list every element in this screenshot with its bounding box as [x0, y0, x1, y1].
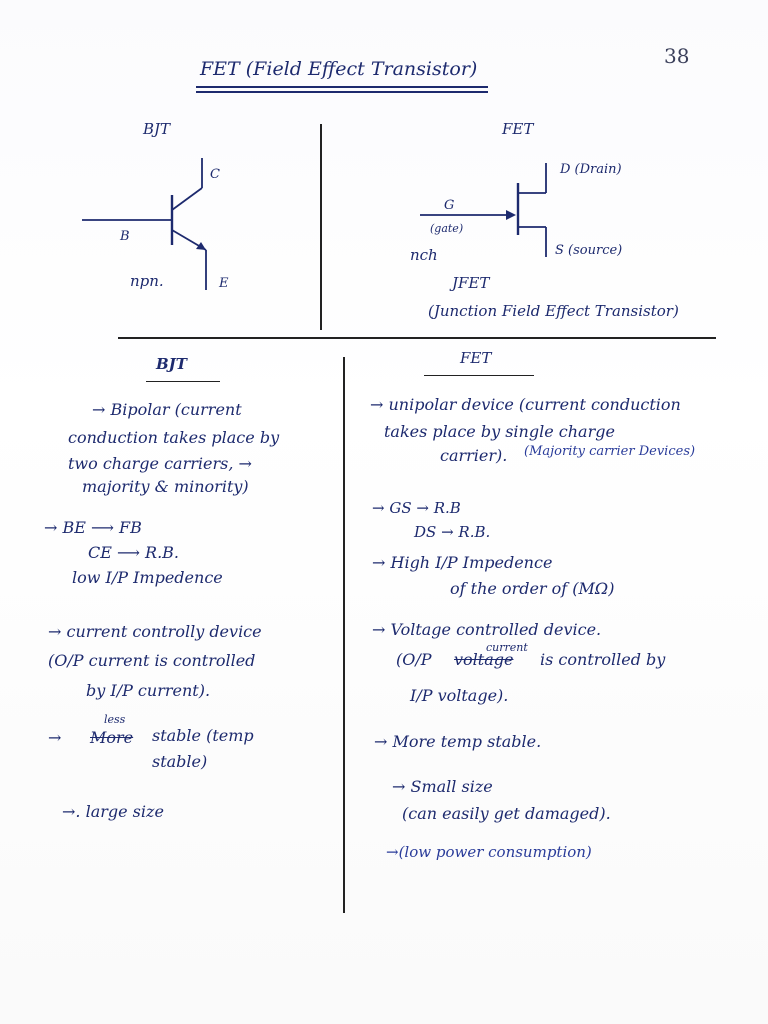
fet-point-2-line-1: → GS → R.B — [372, 499, 461, 517]
title-underline — [196, 86, 488, 88]
bjt-point-3-line-3: by I/P current). — [86, 681, 211, 700]
fet-point-4-line-3: I/P voltage). — [410, 686, 509, 705]
bjt-base-label: B — [120, 229, 130, 244]
fet-heading-underline — [424, 375, 534, 376]
fet-point-4-struck: voltage — [454, 650, 514, 669]
bjt-point-4-arrow: → — [48, 728, 62, 747]
bjt-point-5-line-1: →. large size — [62, 802, 164, 821]
section-divider — [118, 337, 716, 339]
fet-channel-label: nch — [410, 246, 438, 264]
fet-source-label: S (source) — [555, 243, 623, 258]
compare-bjt-heading: BJT — [156, 355, 187, 373]
fet-point-1-line-3: carrier). — [440, 446, 508, 465]
bjt-point-2-line-2: CE ⟶ R.B. — [88, 543, 180, 562]
jfet-label: JFET — [452, 274, 490, 292]
page-number: 38 — [664, 44, 690, 68]
bjt-point-1-line-1: → Bipolar (current — [92, 400, 242, 419]
fet-point-3-line-2: of the order of (MΩ) — [450, 579, 615, 598]
fet-point-4-line-1: → Voltage controlled device. — [372, 620, 602, 639]
bjt-type-label: npn. — [130, 272, 164, 290]
fet-point-5-line-1: → More temp stable. — [374, 732, 542, 751]
bjt-diagram-heading: BJT — [143, 120, 171, 138]
fet-point-1-line-1: → unipolar device (current conduction — [370, 395, 681, 414]
jfet-full-name: (Junction Field Effect Transistor) — [428, 302, 679, 320]
bjt-point-2-line-1: → BE ⟶ FB — [44, 518, 142, 537]
bjt-emitter-label: E — [219, 276, 229, 291]
page-title: FET (Field Effect Transistor) — [200, 58, 478, 80]
bjt-symbol — [82, 158, 207, 290]
fet-drain-label: D (Drain) — [560, 162, 622, 177]
bjt-point-4-line-1: stable (temp — [152, 726, 254, 745]
fet-point-2-line-2: DS → R.B. — [414, 523, 491, 541]
bjt-collector-label: C — [210, 167, 220, 182]
title-underline-2 — [196, 91, 488, 93]
bjt-point-1-line-2: conduction takes place by — [68, 428, 280, 447]
fet-point-4-line-2a: (O/P — [396, 650, 432, 669]
fet-point-4-insert: current — [486, 641, 528, 654]
bjt-point-2-line-3: low I/P Impedence — [72, 568, 223, 587]
fet-point-3-line-1: → High I/P Impedence — [372, 553, 553, 572]
fet-point-1-line-2: takes place by single charge — [384, 422, 615, 441]
fet-point-7-line-1: →(low power consumption) — [386, 843, 592, 861]
bjt-point-3-line-1: → current controlly device — [48, 622, 262, 641]
compare-fet-heading: FET — [460, 349, 492, 367]
bjt-point-3-line-2: (O/P current is controlled — [48, 651, 256, 670]
bjt-heading-underline — [146, 381, 220, 382]
fet-gate-note: (gate) — [430, 222, 464, 235]
bjt-point-4-struck: More — [90, 728, 134, 747]
bjt-point-1-line-3: two charge carriers, → — [68, 454, 252, 473]
fet-diagram-heading: FET — [502, 120, 534, 138]
bjt-point-4-line-2: stable) — [152, 752, 208, 771]
comparison-divider — [343, 357, 345, 913]
fet-point-4-line-2b: is controlled by — [540, 650, 666, 669]
bjt-point-4-insert: less — [104, 713, 126, 726]
fet-gate-label: G — [444, 198, 455, 213]
fet-point-6-line-2: (can easily get damaged). — [402, 804, 611, 823]
fet-point-1-note: (Majority carrier Devices) — [524, 444, 696, 459]
jfet-symbol — [420, 163, 547, 257]
bjt-point-1-line-4: majority & minority) — [82, 477, 249, 496]
fet-point-6-line-1: → Small size — [392, 777, 493, 796]
diagram-divider — [320, 124, 322, 330]
